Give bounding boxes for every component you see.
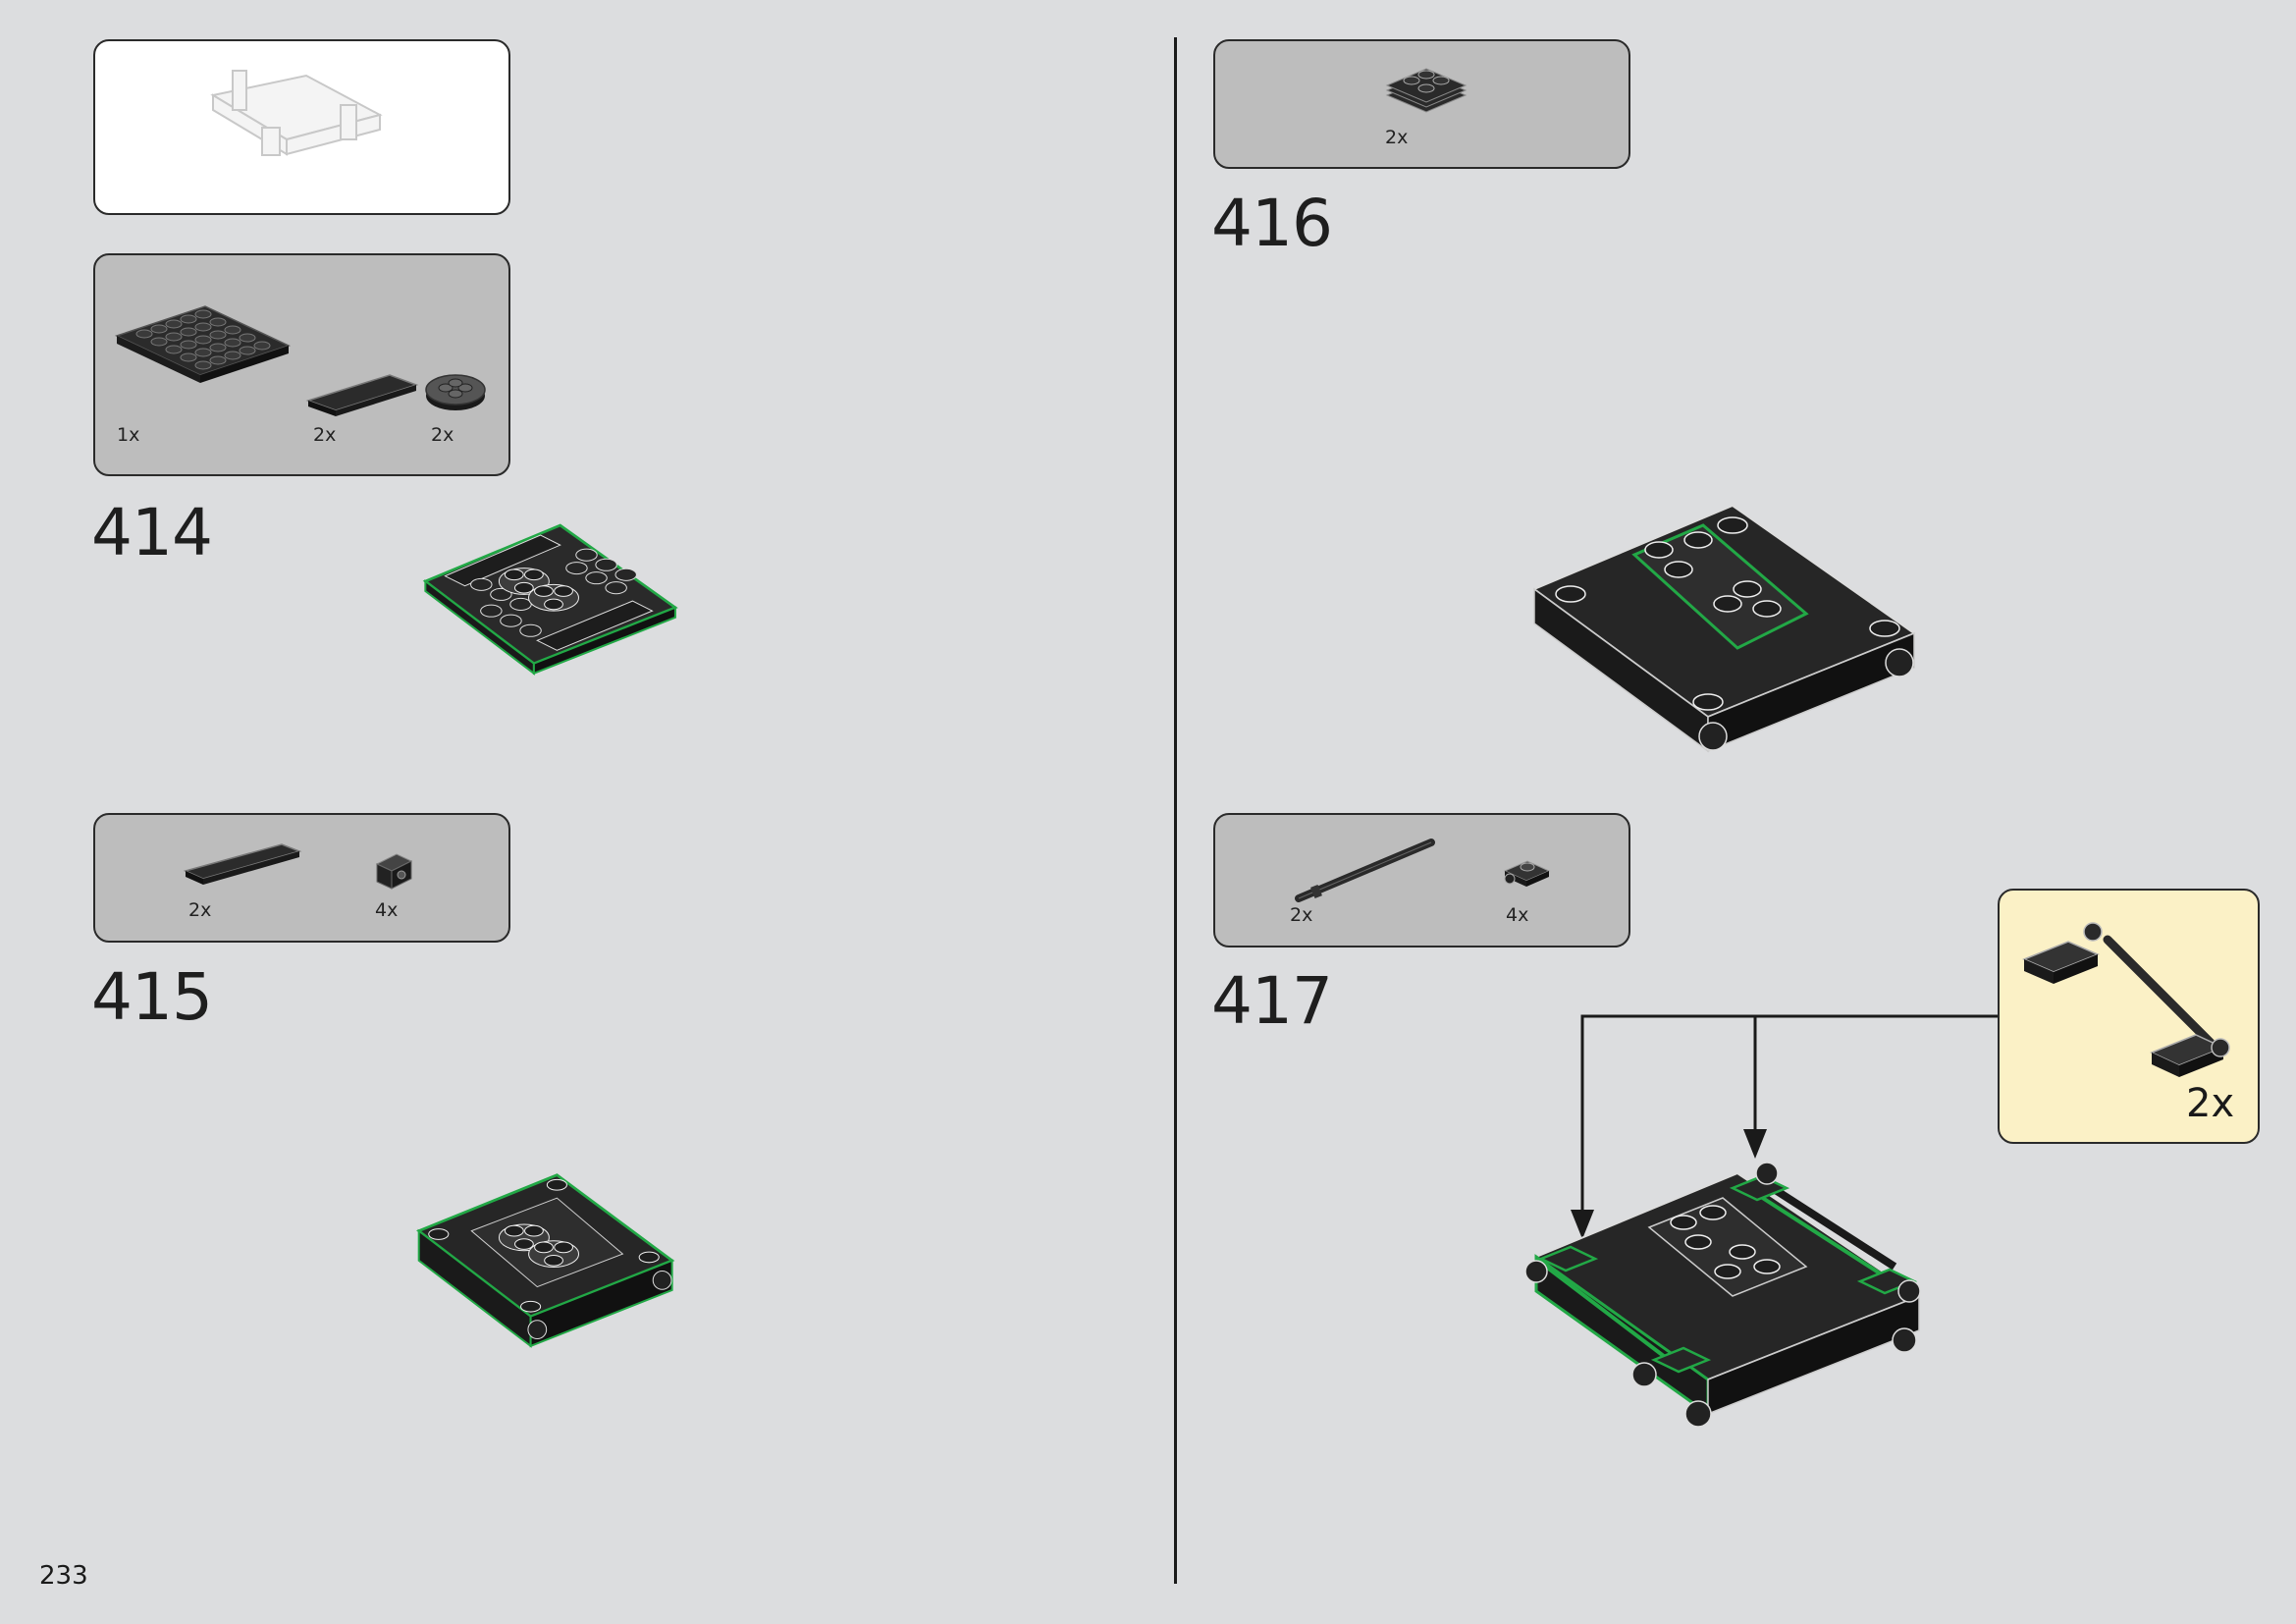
6x6-plate-icon xyxy=(114,305,292,383)
step-414-assembly-icon xyxy=(422,523,678,676)
1x6-tile-icon xyxy=(183,843,302,885)
bar-icon xyxy=(1295,839,1435,902)
clip-plate-icon xyxy=(1503,860,1551,887)
model-preview-box xyxy=(93,39,510,215)
2x2-round-plate-icon xyxy=(425,374,486,410)
parts-box-414: 1x 2x 2x xyxy=(93,253,510,476)
bracket-brick-icon xyxy=(375,853,413,890)
part-qty: 4x xyxy=(1506,904,1529,926)
part-qty: 2x xyxy=(431,424,454,446)
1x4-tile-icon xyxy=(305,374,419,416)
page-number: 233 xyxy=(39,1561,88,1591)
parts-box-415: 2x 4x xyxy=(93,813,510,943)
subassembly-qty: 2x xyxy=(2186,1081,2235,1126)
part-qty: 2x xyxy=(1290,904,1313,926)
step-number: 414 xyxy=(91,495,213,570)
part-qty: 2x xyxy=(1385,127,1409,148)
step-417-assembly-icon xyxy=(1524,1162,1922,1428)
subassembly-box: 2x xyxy=(1998,889,2260,1144)
step-number: 415 xyxy=(91,959,213,1035)
part-qty: 2x xyxy=(313,424,337,446)
page-divider xyxy=(1174,37,1177,1584)
model-preview-icon xyxy=(210,70,383,156)
step-416-assembly-icon xyxy=(1531,504,1917,753)
step-415-assembly-icon xyxy=(416,1173,675,1348)
parts-box-416: 2x xyxy=(1213,39,1630,169)
part-qty: 1x xyxy=(117,424,140,446)
step-number: 417 xyxy=(1211,963,1333,1039)
part-qty: 2x xyxy=(188,899,212,921)
step-number: 416 xyxy=(1211,186,1333,261)
plate-stack-icon xyxy=(1385,68,1468,113)
parts-box-417: 2x 4x xyxy=(1213,813,1630,947)
part-qty: 4x xyxy=(375,899,399,921)
bar-clip-subassembly-icon xyxy=(2022,922,2230,1077)
